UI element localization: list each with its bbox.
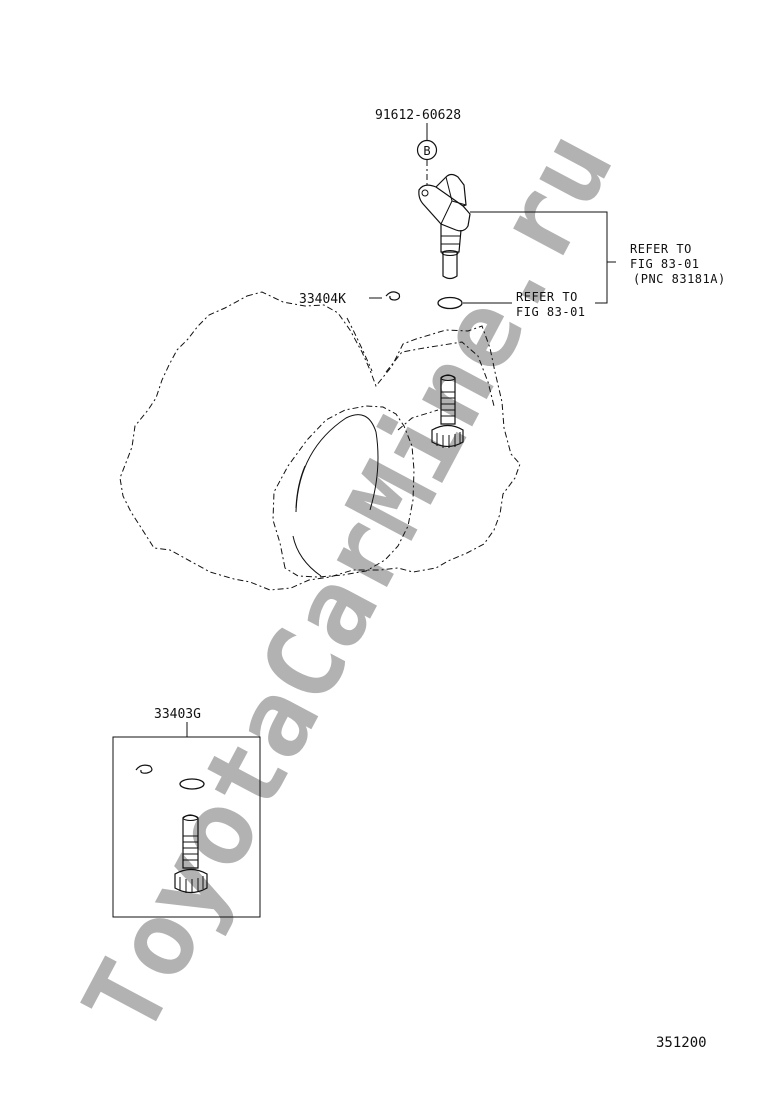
bolt-callout-letter: B (423, 144, 430, 158)
sensor-refer-line1[interactable]: REFER TO (630, 242, 692, 256)
oring-refer-line1[interactable]: REFER TO (516, 290, 578, 304)
kit-driven-gear[interactable] (174, 814, 208, 894)
sensor-refer-line3[interactable]: (PNC 83181A) (633, 272, 726, 286)
clip-icon[interactable] (385, 291, 401, 301)
kit-o-ring[interactable] (179, 778, 205, 790)
transaxle-housing-outline (119, 291, 521, 591)
oring-refer-line2[interactable]: FIG 83-01 (516, 305, 586, 319)
diagram-number: 351200 (656, 1035, 707, 1051)
sensor-refer-line2[interactable]: FIG 83-01 (630, 257, 700, 271)
kit-part-label[interactable]: 33403G (154, 707, 201, 722)
driven-gear-installed[interactable] (431, 374, 464, 448)
speed-sensor[interactable] (418, 173, 471, 280)
o-ring[interactable] (437, 296, 463, 310)
clip-part-label[interactable]: 33404K (299, 292, 346, 307)
watermark-text: ToyotaCarMine.ru (59, 112, 637, 1054)
bolt-part-label[interactable]: 91612-60628 (375, 108, 461, 123)
kit-box (112, 736, 261, 918)
kit-clip-icon[interactable] (135, 764, 153, 774)
bolt-callout-circle[interactable]: B (416, 139, 438, 161)
sensor-refer-bracket (470, 211, 608, 304)
